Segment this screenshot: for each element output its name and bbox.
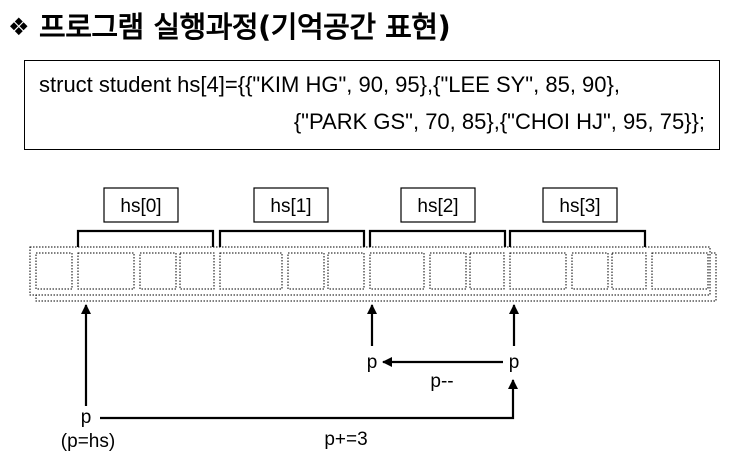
bracket-hs2 <box>368 229 507 247</box>
memory-cell <box>219 252 283 290</box>
element-label-hs0: hs[0] <box>103 187 179 223</box>
element-label-hs1: hs[1] <box>253 187 329 223</box>
bracket-hs3 <box>508 229 647 247</box>
code-line-2: {"PARK GS", 70, 85},{"CHOI HJ", 95, 75}}… <box>293 109 705 134</box>
memory-cell <box>369 252 425 290</box>
bracket-hs1 <box>218 229 366 247</box>
pointer-init-label: (p=hs) <box>61 431 115 452</box>
pointer-label-initial: p <box>81 407 92 428</box>
memory-cell <box>287 252 325 290</box>
pointer-label-hs3: p <box>509 352 520 373</box>
slide-title-text: 프로그램 실행과정(기억공간 표현) <box>39 10 451 44</box>
memory-cell <box>651 252 709 290</box>
element-label-hs0-text: hs[0] <box>120 196 161 217</box>
memory-cell <box>327 252 365 290</box>
memory-cell <box>77 252 135 290</box>
memory-cell <box>139 252 177 290</box>
element-label-hs3-text: hs[3] <box>559 196 600 217</box>
element-label-hs1-text: hs[1] <box>270 196 311 217</box>
element-label-hs2: hs[2] <box>400 187 476 223</box>
bracket-hs0 <box>76 229 215 247</box>
memory-cell <box>571 252 609 290</box>
element-label-hs3: hs[3] <box>542 187 618 223</box>
increment-label: p+=3 <box>324 429 367 450</box>
increment-arrow <box>100 379 518 420</box>
diamond-bullet-icon: ❖ <box>8 13 30 41</box>
code-line-1: struct student hs[4]={{"KIM HG", 90, 95}… <box>39 72 620 97</box>
memory-cell <box>509 252 567 290</box>
memory-cell <box>179 252 215 290</box>
memory-cell <box>429 252 467 290</box>
element-label-hs2-text: hs[2] <box>417 196 458 217</box>
memory-cell <box>35 252 73 290</box>
decrement-label: p-- <box>430 371 453 392</box>
slide-title: ❖ 프로그램 실행과정(기억공간 표현) <box>8 4 451 46</box>
code-box: struct student hs[4]={{"KIM HG", 90, 95}… <box>24 60 720 150</box>
memory-cell <box>469 252 505 290</box>
memory-cell <box>611 252 647 290</box>
pointer-label-hs2: p <box>367 352 378 373</box>
